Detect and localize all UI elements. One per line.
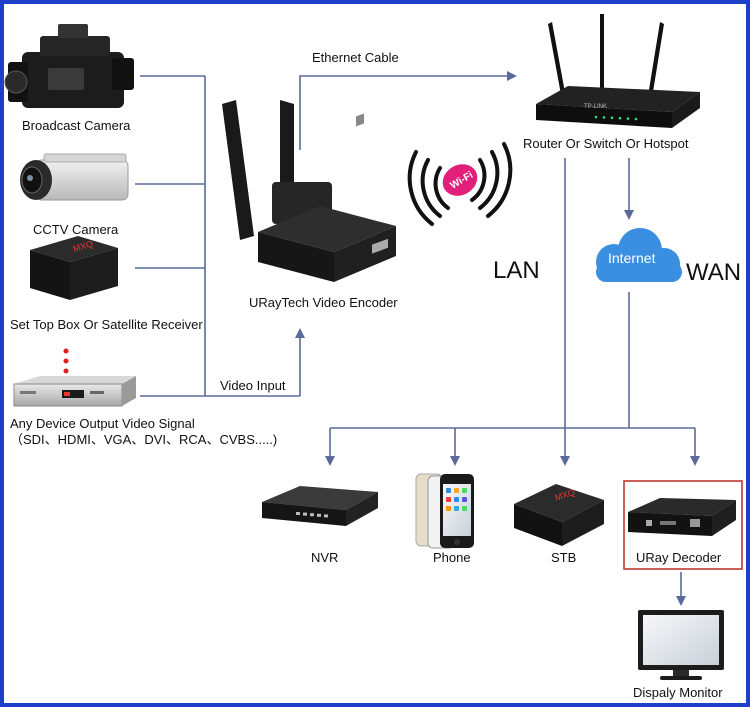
lan-label: LAN [493,257,540,284]
phone-icon [415,473,474,549]
encoder-label: URayTech Video Encoder [249,295,398,310]
output-label-nvr: NVR [311,550,338,565]
monitor-icon [638,610,724,680]
stb-icon: MXQ [514,484,604,546]
router-icon [536,14,700,128]
router-brand: TP-LINK [584,104,607,110]
monitor-label: Dispaly Monitor [633,685,723,700]
cctv-camera-icon [20,153,129,201]
source-label-broadcast-camera: Broadcast Camera [22,118,131,133]
router-label: Router Or Switch Or Hotspot [523,136,689,151]
output-label-phone: Phone [433,550,471,565]
network-connectors [325,158,700,606]
video-input-label: Video Input [220,378,286,393]
more-devices-dots [63,348,69,374]
set-top-box-icon: MXQ [30,236,118,300]
nvr-icon [262,486,378,526]
source-sublabel-interfaces: （SDI、HDMI、VGA、DVI、RCA、CVBS.....) [10,432,277,447]
wan-label: WAN [686,259,741,286]
ethernet-cable-label: Ethernet Cable [312,50,399,65]
wifi-signal-icon [407,142,513,226]
broadcast-camera-icon [4,24,134,108]
internet-cloud-icon [596,228,682,282]
video-encoder-icon [222,100,396,282]
decoder-icon [628,498,736,536]
output-label-decoder: URay Decoder [636,550,722,565]
video-device-icon [13,376,136,407]
internet-cloud-label: Internet [608,250,656,266]
output-label-stb: STB [551,550,576,565]
wifi-badge [442,164,478,196]
source-connectors [135,71,517,397]
source-label-set-top-box: Set Top Box Or Satellite Receiver [10,317,203,332]
source-label-cctv-camera: CCTV Camera [33,222,119,237]
source-label-video-device: Any Device Output Video Signal [10,416,195,431]
